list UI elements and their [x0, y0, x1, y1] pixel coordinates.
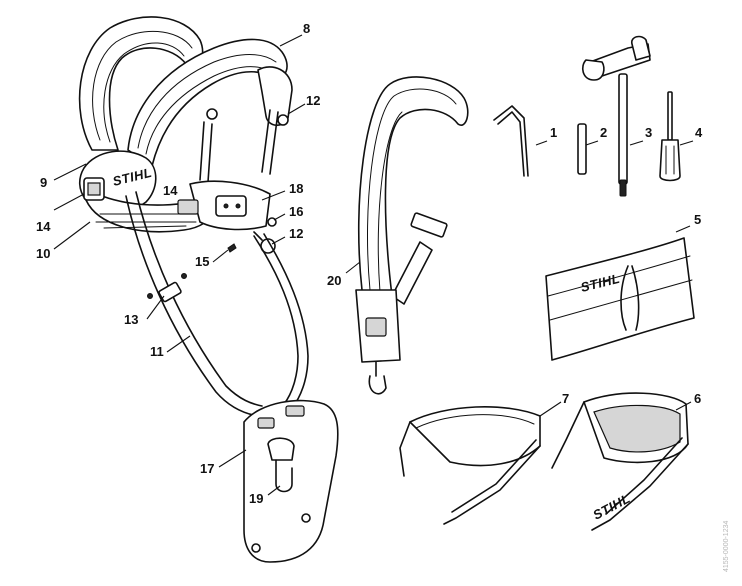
tools [493, 35, 681, 197]
leader-lines [53, 34, 694, 496]
right-shoulder-pad [127, 38, 293, 167]
callout-8: 8 [303, 21, 310, 36]
callout-7: 7 [562, 391, 569, 406]
sunglasses: STIHL [551, 392, 689, 531]
hip-straps [125, 191, 309, 417]
callout-12-lower: 12 [289, 226, 303, 241]
pin [577, 123, 587, 175]
callout-14-center: 14 [163, 183, 178, 198]
callout-6: 6 [694, 391, 701, 406]
watermark: 4155-0000-1234 [723, 521, 730, 572]
tool-pouch: STIHL [545, 237, 695, 361]
callout-13: 13 [124, 312, 138, 327]
shoulder-strap [355, 76, 469, 395]
carabiner-hook [267, 437, 295, 493]
callout-9: 9 [40, 175, 47, 190]
callout-15: 15 [195, 254, 209, 269]
screwdriver [659, 91, 681, 182]
callout-17: 17 [200, 461, 214, 476]
callout-18: 18 [289, 181, 303, 196]
callout-12-upper: 12 [306, 93, 320, 108]
full-harness: STIHL [78, 16, 339, 563]
callout-19: 19 [249, 491, 263, 506]
callout-4: 4 [695, 125, 703, 140]
callout-1: 1 [550, 125, 557, 140]
shoulder-webbing [199, 108, 289, 183]
callout-3: 3 [645, 125, 652, 140]
callout-16: 16 [289, 204, 303, 219]
callout-2: 2 [600, 125, 607, 140]
screws [147, 217, 277, 299]
safety-glasses [399, 406, 541, 525]
combination-wrench [581, 35, 651, 197]
hex-key [493, 105, 529, 177]
spring-hook [253, 231, 276, 254]
chest-plate [177, 180, 271, 231]
callout-14-left: 14 [36, 219, 51, 234]
left-shoulder-pad [78, 16, 204, 151]
callout-11: 11 [150, 344, 164, 359]
callout-labels: 1 2 3 4 5 6 7 8 9 10 11 12 12 13 14 14 1… [36, 21, 703, 506]
left-belt-buckle [83, 177, 105, 201]
callout-10: 10 [36, 246, 50, 261]
hip-pad [243, 399, 339, 563]
callout-20: 20 [327, 273, 341, 288]
callout-5: 5 [694, 212, 701, 227]
